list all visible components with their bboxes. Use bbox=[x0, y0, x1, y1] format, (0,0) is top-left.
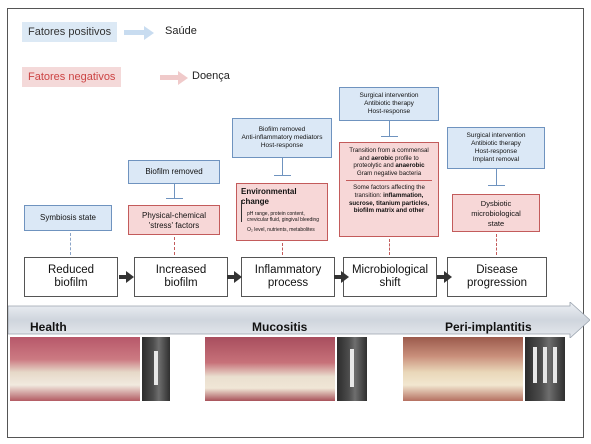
shift-modifiers-box: Surgical intervention Antibiotic therapy… bbox=[339, 87, 439, 121]
dysbiotic-3: state bbox=[453, 219, 539, 229]
env-detail-2: crevicular fluid, gingival bleeding bbox=[247, 217, 323, 223]
mucositis-mod-2: Anti-inflammatory mediators bbox=[233, 134, 331, 142]
symbiosis-text: Symbiosis state bbox=[25, 214, 111, 222]
clinical-photo-health bbox=[10, 337, 140, 401]
inhibition-bar bbox=[274, 175, 291, 176]
transition-box: Transition from a commensal and aerobic … bbox=[339, 142, 439, 237]
dysbiotic-box: Dysbiotic microbiological state bbox=[452, 194, 540, 232]
stage-arrow-icon bbox=[334, 271, 349, 283]
inhibition-stem bbox=[174, 184, 175, 198]
band-label-peri-implantitis: Peri-implantitis bbox=[445, 320, 532, 334]
legend-negative-result: Doença bbox=[192, 70, 230, 82]
transition-p2-b: transition: inflammation, bbox=[340, 192, 438, 200]
up-down-arrow-icon bbox=[241, 200, 242, 222]
mucositis-mod-3: Host-response bbox=[233, 142, 331, 150]
legend-negative-label: Fatores negativos bbox=[22, 67, 121, 87]
stage-arrow-icon bbox=[119, 271, 134, 283]
clinical-photo-peri-implantitis bbox=[403, 337, 523, 401]
peri-mod-4: Implant removal bbox=[448, 156, 544, 164]
inhibition-stem bbox=[389, 121, 390, 136]
legend-positive-result: Saúde bbox=[165, 25, 197, 37]
peri-modifiers-box: Surgical intervention Antibiotic therapy… bbox=[447, 127, 545, 169]
peri-mod-1: Surgical intervention bbox=[448, 132, 544, 140]
stage-arrow-icon bbox=[227, 271, 242, 283]
shift-mod-3: Host-response bbox=[340, 108, 438, 116]
xray-health bbox=[142, 337, 170, 401]
inhibition-bar bbox=[488, 185, 505, 186]
dash-connector bbox=[389, 239, 390, 255]
dash-connector bbox=[282, 243, 283, 255]
mucositis-mod-1: Biofilm removed bbox=[233, 126, 331, 134]
shift-mod-1: Surgical intervention bbox=[340, 92, 438, 100]
inhibition-stem bbox=[282, 158, 283, 175]
stress-factors-box: Physical-chemical 'stress' factors bbox=[128, 205, 220, 235]
peri-mod-2: Antibiotic therapy bbox=[448, 140, 544, 148]
clinical-photo-mucositis bbox=[205, 337, 335, 401]
dysbiotic-2: microbiological bbox=[453, 209, 539, 219]
dash-connector bbox=[174, 237, 175, 255]
transition-p1-d: Gram negative bacteria bbox=[340, 170, 438, 178]
transition-p2-c: sucrose, titanium particles, bbox=[340, 200, 438, 208]
stress-line1: Physical-chemical bbox=[129, 211, 219, 221]
environmental-change-box: Environmental change pH range, protein c… bbox=[236, 183, 328, 241]
band-label-mucositis: Mucositis bbox=[252, 320, 307, 334]
inhibition-stem bbox=[496, 169, 497, 185]
env-detail-3: O₂ level, nutrients, metabolites bbox=[247, 227, 323, 233]
dash-connector bbox=[70, 233, 71, 255]
dysbiotic-1: Dysbiotic bbox=[453, 199, 539, 209]
transition-p1-b: and aerobic profile to bbox=[340, 155, 438, 163]
stage-arrow-icon bbox=[437, 271, 452, 283]
biofilm-removed-box: Biofilm removed bbox=[128, 160, 220, 184]
biofilm-removed-text: Biofilm removed bbox=[129, 168, 219, 176]
peri-mod-3: Host-response bbox=[448, 148, 544, 156]
transition-p2-a: Some factors affecting the bbox=[340, 184, 438, 192]
env-title: Environmental change bbox=[241, 187, 323, 207]
divider bbox=[346, 180, 432, 181]
inhibition-bar bbox=[166, 198, 183, 199]
transition-p2-d: biofilm matrix and other bbox=[340, 207, 438, 215]
transition-p1-a: Transition from a commensal bbox=[340, 147, 438, 155]
legend-positive-label: Fatores positivos bbox=[22, 22, 117, 42]
symbiosis-box: Symbiosis state bbox=[24, 205, 112, 231]
shift-mod-2: Antibiotic therapy bbox=[340, 100, 438, 108]
band-label-health: Health bbox=[30, 320, 67, 334]
transition-p1-c: proteolytic and anaerobic bbox=[340, 162, 438, 170]
xray-peri-implantitis bbox=[525, 337, 565, 401]
xray-mucositis bbox=[337, 337, 367, 401]
mucositis-modifiers-box: Biofilm removed Anti-inflammatory mediat… bbox=[232, 118, 332, 158]
dash-connector bbox=[496, 234, 497, 255]
inhibition-bar bbox=[381, 136, 398, 137]
stress-line2: 'stress' factors bbox=[129, 221, 219, 231]
